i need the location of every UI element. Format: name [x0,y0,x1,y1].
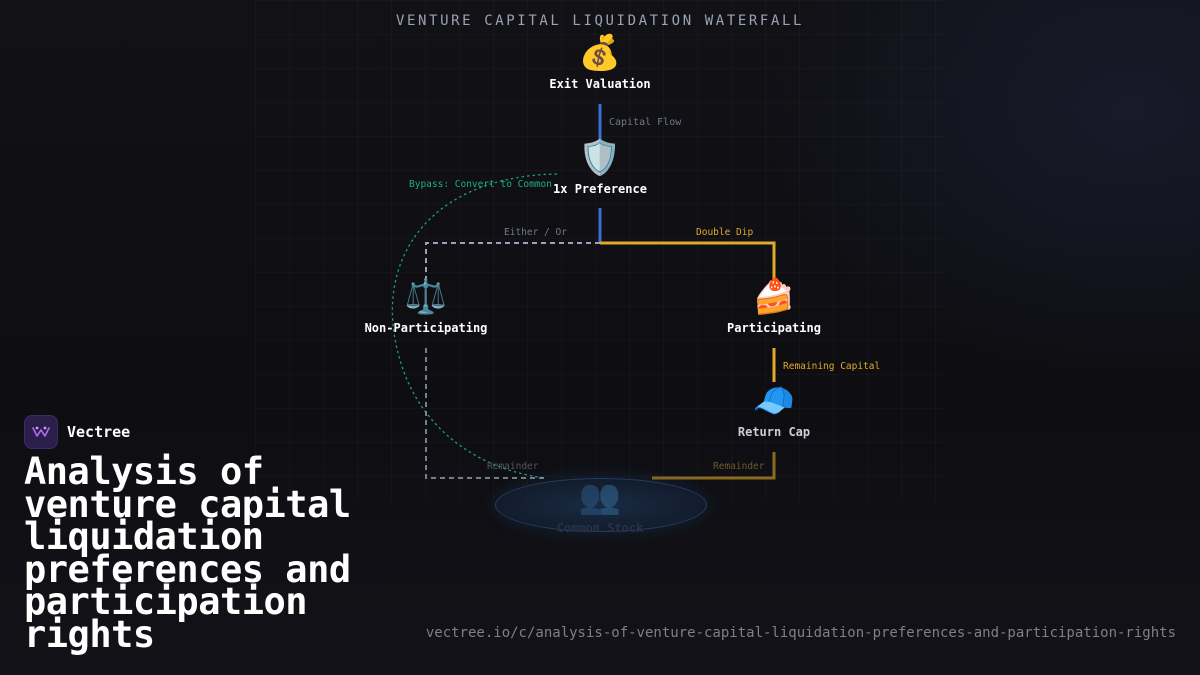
background-grid [255,0,945,500]
remainder-right-label: Remainder [713,461,765,472]
node-label: Return Cap [737,425,811,439]
node-label: Participating [727,321,821,335]
remaining-capital-label: Remaining Capital [783,361,881,372]
node-non-participating: ⚖️ Non-Participating [336,277,516,335]
remainder-left-label: Remainder [487,461,539,472]
double-dip-edge [600,241,776,280]
people-icon: 👥 [578,477,622,517]
page-url[interactable]: vectree.io/c/analysis-of-venture-capital… [425,625,1176,641]
money-bag-icon: 💰 [578,33,622,73]
remainder-left-edge [425,348,545,479]
cap-icon: 🧢 [752,381,796,421]
double-dip-label: Double Dip [696,227,754,238]
bypass-label: Bypass: Convert to Common [409,179,552,190]
node-common-stock: 👥 Common Stock [510,477,690,535]
node-label: Non-Participating [364,321,488,335]
node-1x-preference: 🛡️ 1x Preference [510,138,690,196]
either-or-edge [425,242,600,280]
bypass-edge [391,173,558,479]
brand: Vectree [24,415,130,449]
capital-flow-label: Capital Flow [609,117,682,128]
common-stock-pool [495,478,707,532]
node-label: Exit Valuation [549,77,651,91]
node-return-cap: 🧢 Return Cap [684,381,864,439]
node-exit-valuation: 💰 Exit Valuation [510,33,690,91]
remainder-right-edge [652,452,776,480]
vectree-logo-icon [24,415,58,449]
brand-name: Vectree [67,423,131,441]
node-label: Common Stock [556,521,644,535]
diagram-title: VENTURE CAPITAL LIQUIDATION WATERFALL [395,13,805,29]
cake-slice-icon: 🍰 [752,277,796,317]
node-label: 1x Preference [553,182,647,196]
node-participating: 🍰 Participating [684,277,864,335]
either-or-label: Either / Or [504,227,567,238]
shield-icon: 🛡️ [578,138,622,178]
scales-icon: ⚖️ [404,277,448,317]
page-headline: Analysis of venture capital liquidation … [24,450,351,656]
